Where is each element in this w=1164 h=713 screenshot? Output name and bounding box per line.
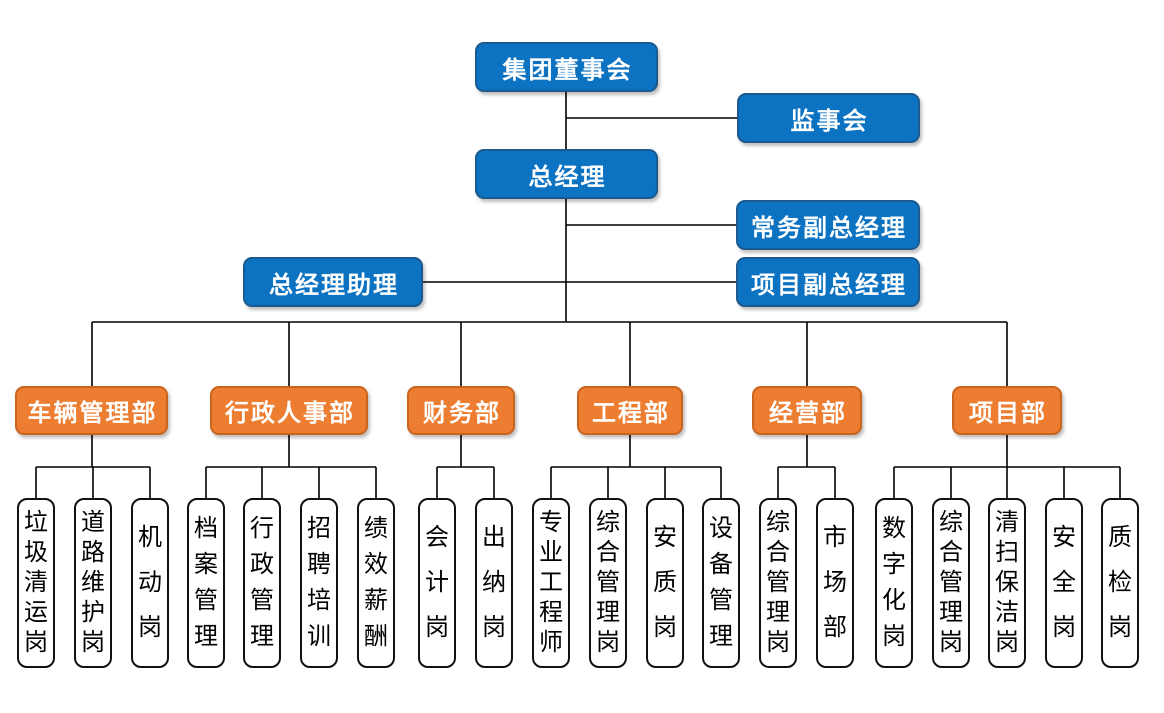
position-node-d4-p3: 安质岗 xyxy=(646,498,684,668)
node-project-deputy-gm: 项目副总经理 xyxy=(736,257,920,307)
node-dept-vehicle-management: 车辆管理部 xyxy=(15,386,168,435)
node-gm-assistant: 总经理助理 xyxy=(243,257,423,307)
node-dept-operations: 经营部 xyxy=(752,386,862,435)
position-node-d4-p1: 专业工程师 xyxy=(532,498,570,668)
position-node-d4-p4: 设备管理 xyxy=(702,498,740,668)
position-node-d6-p3: 清扫保洁岗 xyxy=(988,498,1026,668)
node-executive-deputy-gm: 常务副总经理 xyxy=(736,200,920,250)
node-dept-finance: 财务部 xyxy=(407,386,515,435)
position-node-d2-p4: 绩效薪酬 xyxy=(357,498,395,668)
node-dept-project: 项目部 xyxy=(952,386,1062,435)
position-node-d5-p1: 综合管理岗 xyxy=(759,498,797,668)
position-node-d1-p1: 垃圾清运岗 xyxy=(17,498,55,668)
position-node-d6-p4: 安全岗 xyxy=(1045,498,1083,668)
position-node-d6-p1: 数字化岗 xyxy=(875,498,913,668)
position-node-d6-p5: 质检岗 xyxy=(1101,498,1139,668)
position-node-d1-p3: 机动岗 xyxy=(131,498,169,668)
node-dept-hr-admin: 行政人事部 xyxy=(210,386,368,435)
position-node-d3-p2: 出纳岗 xyxy=(475,498,513,668)
node-dept-engineering: 工程部 xyxy=(577,386,683,435)
position-node-d4-p2: 综合管理岗 xyxy=(589,498,627,668)
position-node-d1-p2: 道路维护岗 xyxy=(74,498,112,668)
node-board: 集团董事会 xyxy=(475,42,658,92)
position-node-d2-p2: 行政管理 xyxy=(243,498,281,668)
position-node-d5-p2: 市场部 xyxy=(816,498,854,668)
node-supervisory-board: 监事会 xyxy=(737,93,920,143)
node-general-manager: 总经理 xyxy=(475,149,658,199)
position-node-d2-p1: 档案管理 xyxy=(187,498,225,668)
position-node-d2-p3: 招聘培训 xyxy=(300,498,338,668)
position-node-d3-p1: 会计岗 xyxy=(418,498,456,668)
position-node-d6-p2: 综合管理岗 xyxy=(932,498,970,668)
